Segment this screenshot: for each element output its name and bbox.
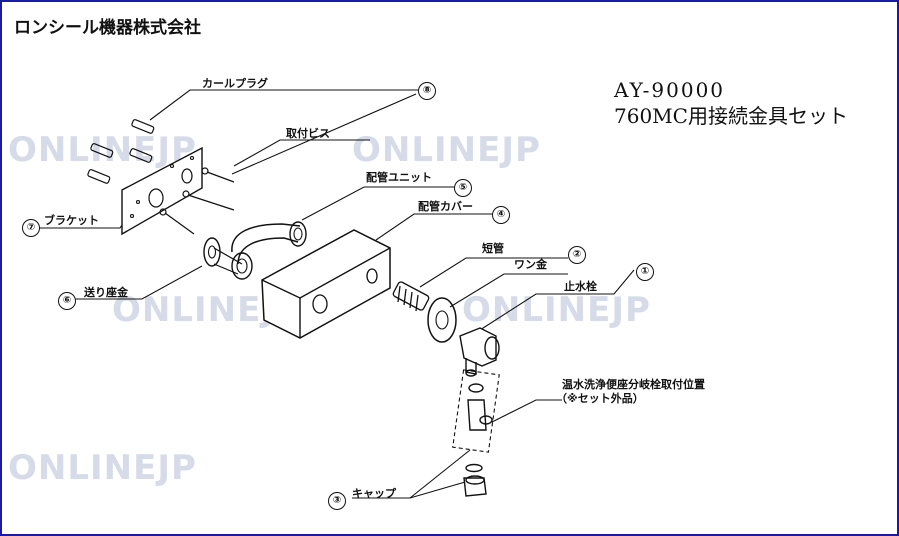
set-name: 760MC用接続金具セット <box>614 104 848 128</box>
number-seat: ⑥ <box>58 292 76 310</box>
leader-short-pipe <box>419 257 568 288</box>
leader-washer <box>449 273 568 308</box>
leader-branch <box>491 399 562 423</box>
company-name: ロンシール機器株式会社 <box>14 18 201 38</box>
number-cap: ③ <box>328 492 346 510</box>
leader-stop-valve <box>479 269 635 331</box>
leader-pipe-unit <box>301 186 457 221</box>
stop-valve <box>459 327 500 377</box>
escutcheon <box>427 297 457 343</box>
label-pipe-cover: 配管カバー <box>418 200 473 213</box>
number-pipe-unit: ⑤ <box>454 179 472 197</box>
leader-screw <box>233 139 370 167</box>
number-pipe-cover: ④ <box>492 206 510 224</box>
watermark: ONLINEJP <box>8 448 197 488</box>
number-plug: ⑧ <box>418 82 436 100</box>
label-screw: 取付ビス <box>286 127 330 140</box>
watermark: ONLINEJP <box>8 130 197 170</box>
label-cap: キャップ <box>352 487 396 500</box>
seat-washer <box>203 237 221 267</box>
label-pipe-unit: 配管ユニット <box>366 171 432 184</box>
label-seat: 送り座金 <box>84 286 128 299</box>
branch-fitting <box>467 383 493 431</box>
label-short-pipe: 短管 <box>482 242 504 255</box>
watermark: ONLINEJP <box>352 130 541 170</box>
model-number: AY-90000 <box>614 78 726 102</box>
cap-parts <box>463 463 487 497</box>
bracket-plate <box>121 146 203 236</box>
label-bracket: ブラケット <box>44 214 99 227</box>
leader-seat <box>64 265 203 300</box>
screws <box>159 167 235 235</box>
number-stop-valve: ① <box>636 263 654 281</box>
label-branch-note: （※セット外品） <box>556 392 644 405</box>
curl-plugs <box>87 119 155 184</box>
leader-plug <box>149 89 422 121</box>
label-stop-valve: 止水栓 <box>564 280 597 293</box>
leader-plug-b <box>231 93 417 175</box>
number-bracket: ⑦ <box>22 219 40 237</box>
leader-pipe-cover <box>375 213 502 241</box>
label-washer: ワン金 <box>514 258 547 271</box>
label-branch: 温水洗浄便座分岐栓取付位置 <box>562 378 705 391</box>
watermark: ONLINEJP <box>462 290 651 330</box>
branch-area <box>452 369 500 453</box>
number-washer: ② <box>568 246 586 264</box>
leader-cap-b <box>409 449 471 499</box>
label-plug: カールプラグ <box>202 77 268 90</box>
pipe-unit <box>231 223 301 265</box>
short-pipe <box>392 281 430 312</box>
